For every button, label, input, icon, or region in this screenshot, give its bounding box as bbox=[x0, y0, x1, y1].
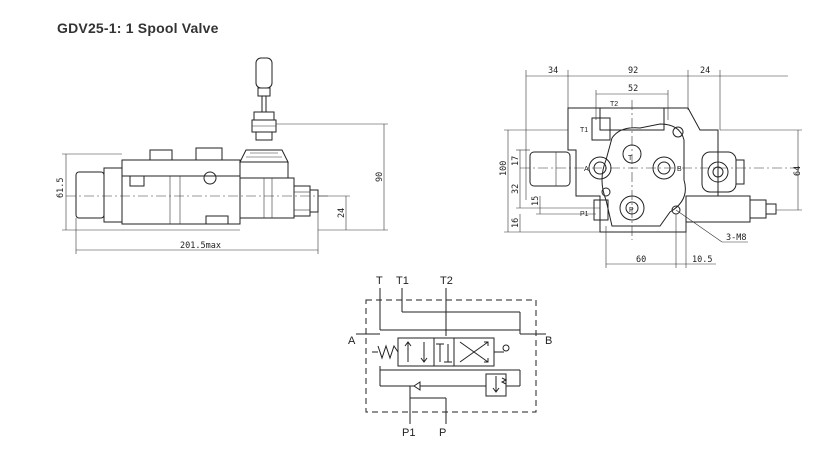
dim-17: 17 bbox=[511, 156, 521, 166]
lower-spool bbox=[685, 195, 751, 223]
page-title: GDV25-1: 1 Spool Valve bbox=[57, 20, 219, 36]
dim-52: 52 bbox=[628, 84, 638, 94]
handle-knob bbox=[255, 57, 273, 89]
schematic-boundary bbox=[365, 299, 537, 413]
dim-64: 64 bbox=[793, 166, 803, 176]
front-left-cap bbox=[529, 151, 571, 187]
handle-nut bbox=[253, 111, 275, 121]
schem-label-T1: T1 bbox=[396, 275, 409, 287]
thread-note: 3-M8 bbox=[726, 233, 746, 243]
dim-60: 60 bbox=[636, 255, 646, 265]
front-right-fitting bbox=[701, 151, 737, 193]
left-end-cap bbox=[75, 171, 105, 219]
spool-housing bbox=[239, 177, 295, 219]
schem-label-P: P bbox=[439, 427, 446, 439]
hydraulic-schematic: T T1 T2 A B P1 P bbox=[348, 275, 552, 439]
label-P: P bbox=[629, 207, 634, 214]
valve-body bbox=[121, 159, 241, 225]
dim-10-5: 10.5 bbox=[692, 255, 712, 265]
schem-label-T: T bbox=[376, 275, 383, 287]
dim-24-top: 24 bbox=[700, 66, 710, 76]
dim-61-5: 61.5 bbox=[56, 178, 66, 198]
port-T1-block bbox=[591, 117, 611, 141]
side-view: 61.5 90 24 201.5max bbox=[56, 57, 388, 254]
dim-201-5max: 201.5max bbox=[180, 241, 221, 251]
schem-label-P1: P1 bbox=[402, 427, 415, 439]
dim-92: 92 bbox=[628, 66, 638, 76]
dim-90: 90 bbox=[375, 172, 385, 182]
dim-32: 32 bbox=[511, 184, 521, 194]
label-B: B bbox=[677, 166, 682, 173]
port-P1-block bbox=[593, 199, 609, 221]
spool-position-1 bbox=[397, 337, 435, 367]
dim-15: 15 bbox=[531, 196, 541, 206]
port-fitting bbox=[293, 185, 311, 217]
dim-34: 34 bbox=[548, 66, 558, 76]
handle-boot bbox=[239, 149, 289, 163]
schem-label-A: A bbox=[348, 335, 356, 347]
dim-16: 16 bbox=[511, 218, 521, 228]
label-T1: T1 bbox=[580, 127, 588, 134]
front-view: 34 92 24 52 T2 T1 T A B P P1 bbox=[499, 66, 803, 268]
label-A: A bbox=[584, 166, 589, 173]
schem-label-T2: T2 bbox=[440, 275, 453, 287]
label-P1: P1 bbox=[580, 211, 589, 218]
label-T: T bbox=[628, 155, 633, 162]
dim-100: 100 bbox=[499, 161, 509, 176]
check-valve bbox=[413, 381, 421, 391]
handle-collar bbox=[257, 87, 271, 97]
dim-24: 24 bbox=[337, 208, 347, 218]
label-T2: T2 bbox=[610, 101, 618, 108]
schem-label-B: B bbox=[545, 335, 552, 347]
